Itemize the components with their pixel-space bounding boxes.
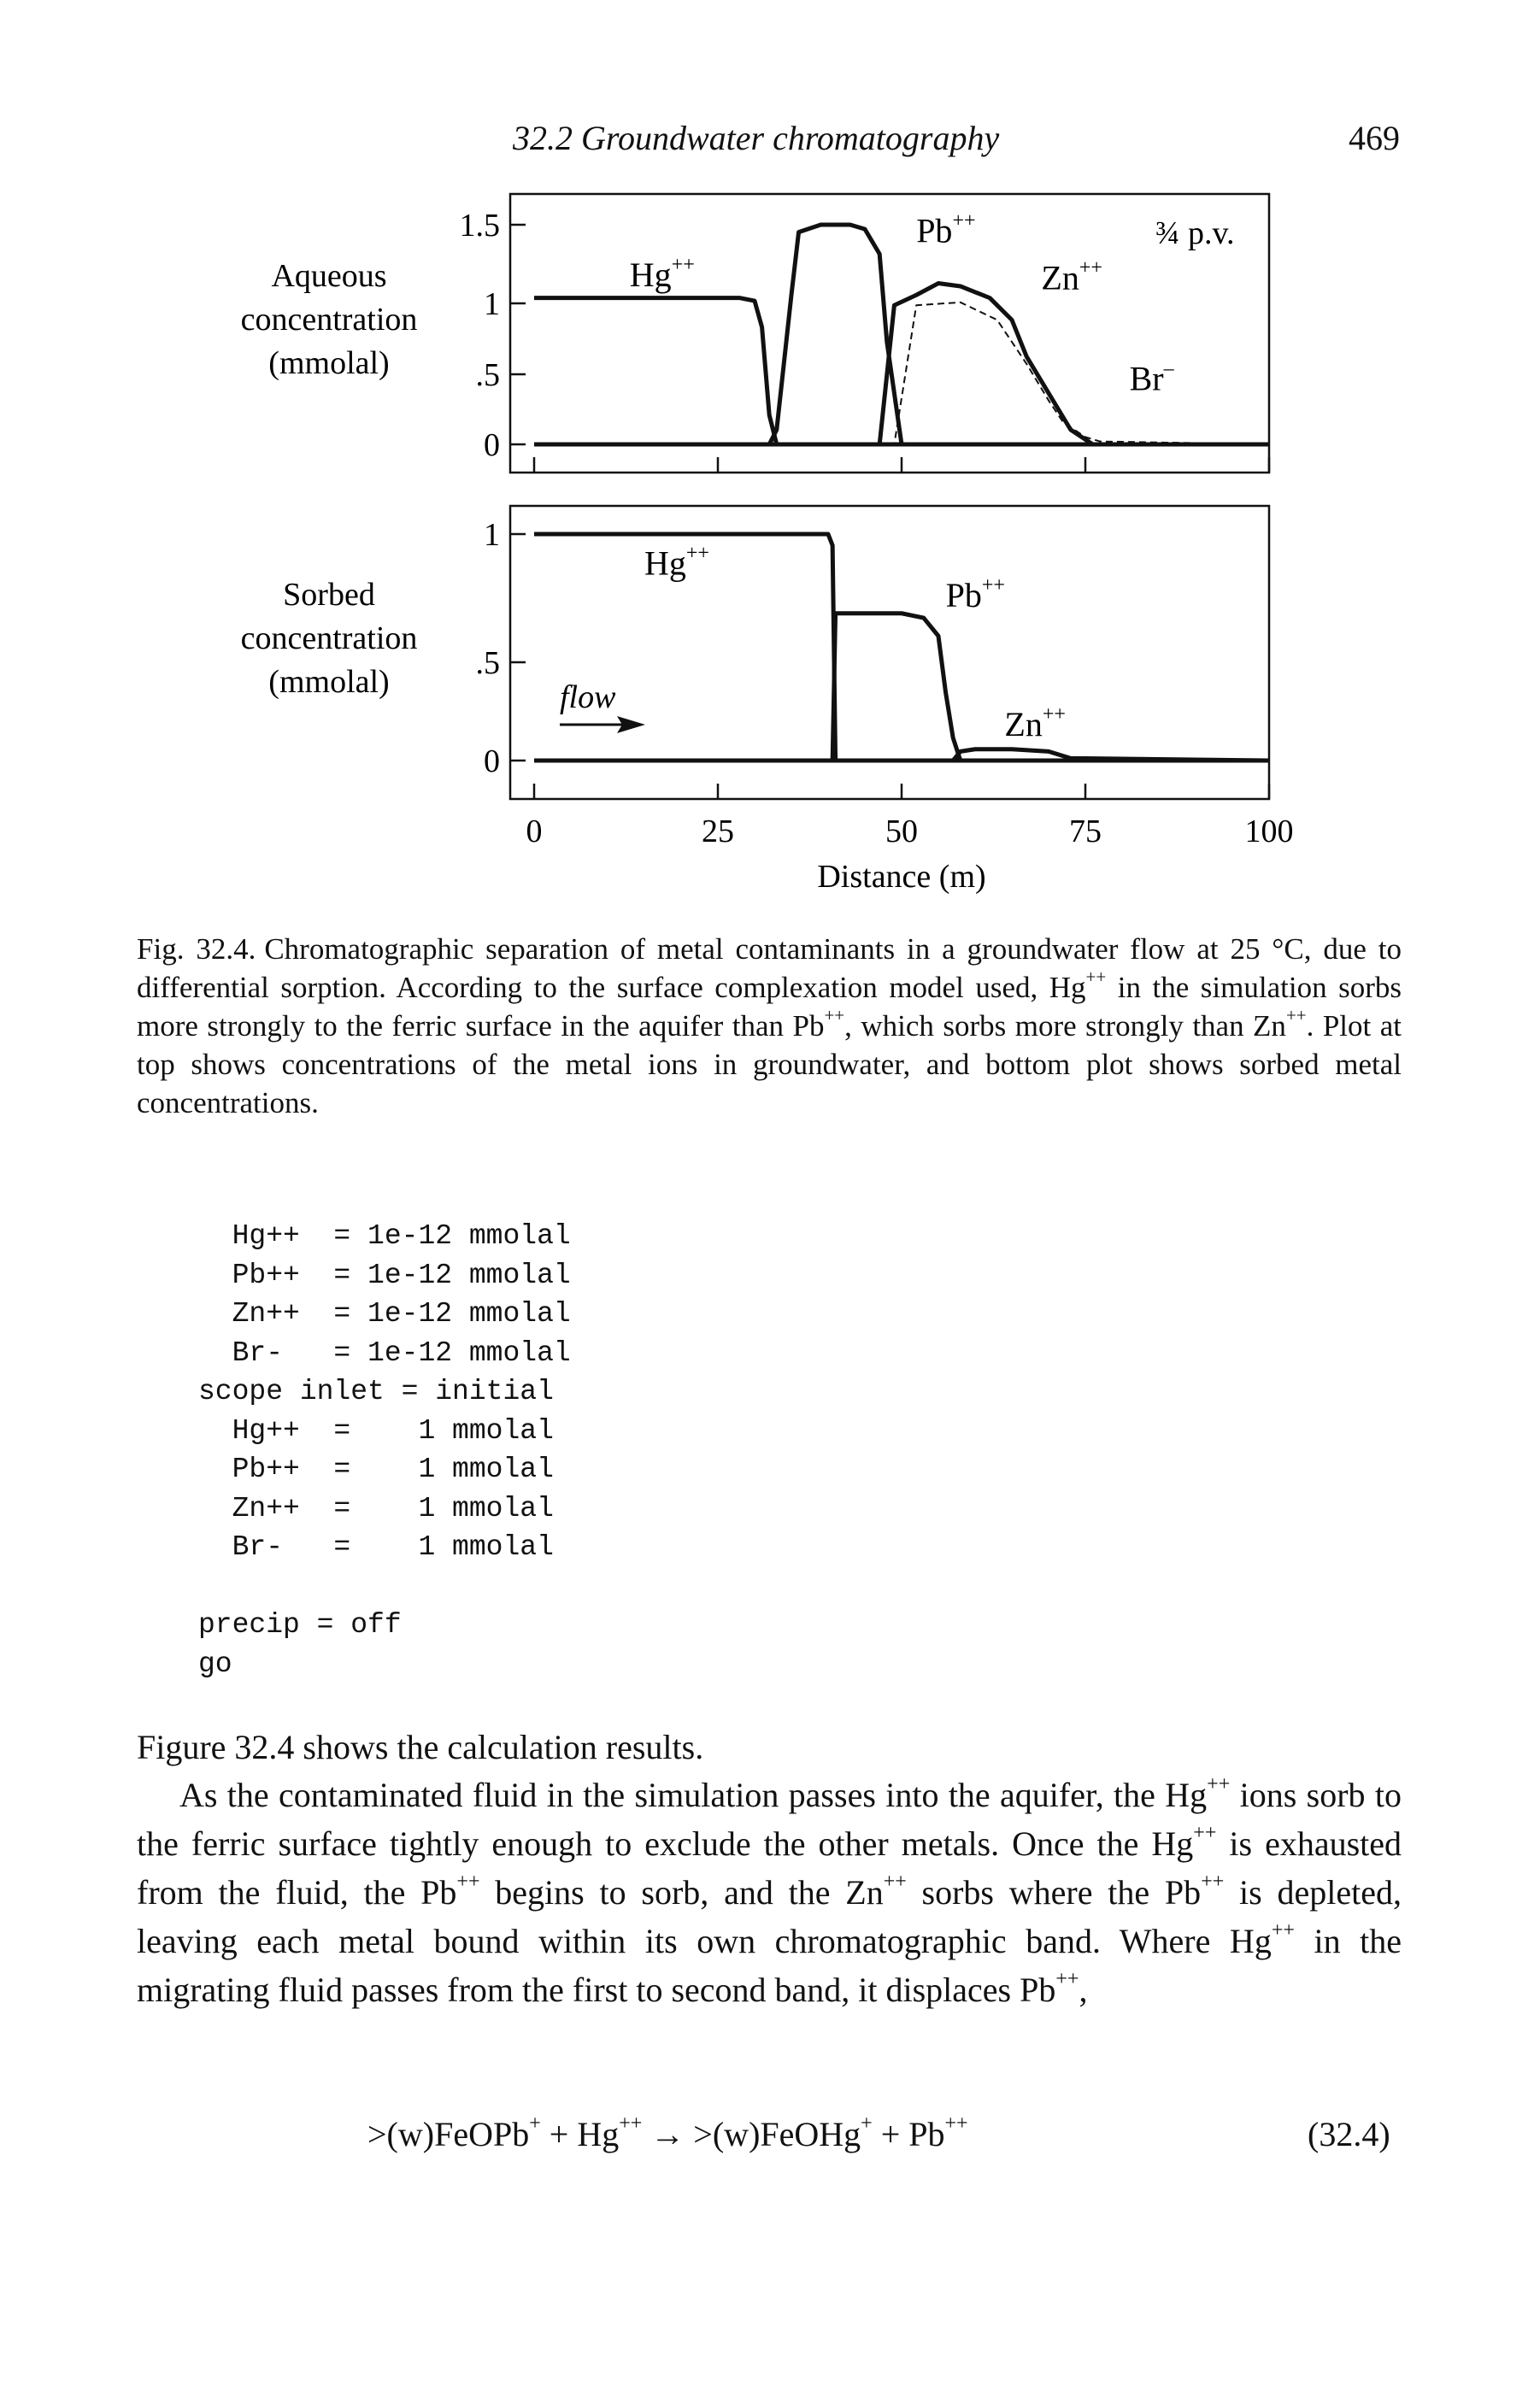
body-paragraph-1: Figure 32.4 shows the calculation result…	[137, 1728, 704, 1766]
y-tick-label: 1	[484, 286, 500, 322]
series-label-pb: Pb++	[946, 574, 1005, 614]
code-line: Br- = 1 mmolal	[198, 1531, 554, 1563]
caption-text: Chromatographic separation of metal cont…	[137, 932, 1402, 1119]
chart-panel-aqueous: 1.51.50Aqueousconcentration(mmolal)Hg++P…	[241, 192, 1271, 474]
code-line: Zn++ = 1e-12 mmolal	[198, 1298, 571, 1330]
flow-annotation: flow	[560, 679, 616, 715]
y-axis-label: concentration	[241, 620, 418, 656]
plot-frame	[508, 192, 1271, 474]
y-tick-label: 0	[484, 427, 500, 463]
running-header: 32.2 Groundwater chromatography	[513, 119, 1000, 157]
code-line: Hg++ = 1 mmolal	[198, 1414, 554, 1447]
x-tick-label: 100	[1245, 814, 1294, 849]
y-axis-label: (mmolal)	[268, 664, 389, 700]
plot-frame	[508, 504, 1271, 801]
body-paragraph-2: As the contaminated fluid in the simulat…	[137, 1772, 1402, 2009]
code-line: Pb++ = 1e-12 mmolal	[198, 1259, 571, 1291]
equation-number: (32.4)	[1308, 2115, 1390, 2153]
y-tick-label: .5	[476, 645, 501, 681]
y-axis-label: concentration	[241, 302, 418, 338]
pore-volume-annotation: ¾ p.v.	[1155, 215, 1235, 251]
code-line: Zn++ = 1 mmolal	[198, 1492, 554, 1524]
code-block: Hg++ = 1e-12 mmolal Pb++ = 1e-12 mmolal …	[198, 1217, 571, 1683]
code-line: scope inlet = initial	[198, 1376, 554, 1407]
figure-caption: Fig. 32.4.Chromatographic separation of …	[137, 930, 1402, 1122]
code-line: go	[198, 1648, 232, 1680]
x-axis-label: Distance (m)	[817, 859, 985, 895]
y-tick-label: 1	[484, 517, 500, 553]
code-line: Br- = 1e-12 mmolal	[198, 1336, 571, 1369]
y-axis-label: (mmolal)	[268, 345, 389, 381]
y-axis-label: Sorbed	[283, 577, 375, 613]
series-label-pb: Pb++	[916, 210, 975, 250]
y-tick-label: 1.5	[460, 208, 501, 244]
series-line-zn	[534, 747, 1270, 763]
series-label-br: Br–	[1130, 358, 1175, 398]
code-line: Pb++ = 1 mmolal	[198, 1454, 554, 1485]
x-tick-label: 0	[526, 814, 543, 849]
equation: >(w)FeOPb+ + Hg++ → >(w)FeOHg+ + Pb++	[367, 2112, 968, 2153]
series-line-br	[534, 301, 1270, 445]
y-tick-label: .5	[476, 357, 501, 393]
x-tick-label: 50	[885, 814, 918, 849]
x-tick-label: 25	[702, 814, 734, 849]
series-label-zn: Zn++	[1041, 256, 1102, 297]
y-tick-label: 0	[484, 743, 500, 779]
page-number: 469	[1349, 119, 1400, 157]
series-label-hg: Hg++	[644, 543, 709, 583]
y-axis-label: Aqueous	[271, 258, 386, 294]
series-label-hg: Hg++	[630, 254, 695, 294]
series-line-pb	[534, 611, 1269, 763]
series-label-zn: Zn++	[1004, 703, 1066, 743]
x-tick-label: 75	[1069, 814, 1102, 849]
code-line: precip = off	[198, 1609, 402, 1641]
chart-panel-sorbed: 1 .5 0 Sorbed concentration (mmolal) Hg++ Pb++ Z…	[241, 504, 1294, 895]
chromatography-figure: 1.51.50Aqueousconcentration(mmolal)Hg++P…	[241, 192, 1294, 895]
series-line-hg	[534, 296, 1269, 447]
code-line: Hg++ = 1e-12 mmolal	[198, 1220, 571, 1252]
caption-label: Fig. 32.4.	[137, 932, 256, 966]
series-line-zn	[534, 281, 1269, 447]
flow-arrow-icon	[617, 716, 645, 733]
